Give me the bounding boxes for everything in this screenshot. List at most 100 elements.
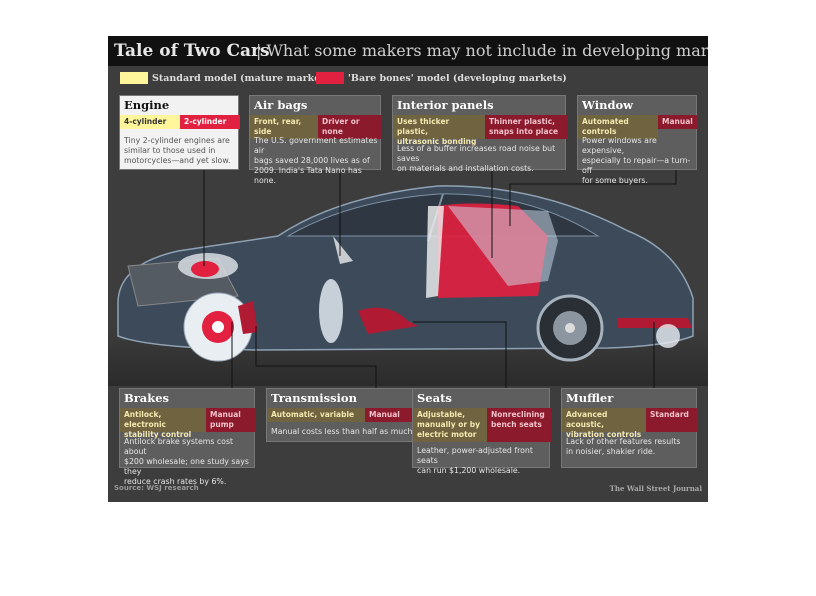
airbags-title: Air bags — [254, 98, 308, 112]
transmission-desc: Manual costs less than half as much. — [271, 427, 415, 437]
window-desc-line: Power windows are expensive, — [582, 136, 657, 155]
muffler-highlight — [618, 318, 692, 328]
interior-bare-line: Thinner plastic, — [489, 117, 556, 126]
panel-transmission: Transmission Automatic, variable Manual … — [266, 388, 425, 442]
panel-brakes: Brakes Antilock, electronic stability co… — [119, 388, 256, 486]
muffler-standard: Advanced acoustic, vibration controls — [562, 408, 646, 439]
muffler-standard-line: vibration controls — [566, 430, 642, 439]
seats-leader — [413, 321, 507, 388]
leader-lines — [203, 170, 677, 388]
window-desc-line: for some buyers. — [582, 176, 648, 185]
interior-desc-line: on materials and installation costs. — [397, 164, 534, 173]
airbags-desc: The U.S. government estimates air bags s… — [254, 136, 380, 186]
engine-desc: Tiny 2-cylinder engines are similar to t… — [124, 136, 230, 166]
graphic-subtitle: | What some makers may not include in de… — [256, 41, 708, 60]
interior-standard: Uses thicker plastic, ultrasonic bonding — [393, 115, 485, 146]
brakes-desc: Antilock brake systems cost about $200 w… — [124, 437, 254, 487]
window-title: Window — [582, 98, 634, 112]
rear-hub — [565, 323, 575, 333]
panel-window: Window Automated controls Manual Power w… — [577, 95, 698, 185]
brakes-title: Brakes — [124, 391, 169, 405]
panel-seats: Seats Adjustable, manually or by electri… — [412, 388, 551, 475]
airbags-desc-line: 2009. India's Tata Nano has none. — [254, 166, 362, 185]
seats-bare-line: Nonreclining — [491, 410, 545, 419]
engine-desc-line: Tiny 2-cylinder engines are — [124, 136, 230, 145]
car-illustration — [108, 170, 708, 388]
engine-standard: 4-cylinder — [120, 115, 180, 129]
window-desc-line: especially to repair—a turn-off — [582, 156, 691, 175]
airbags-bare: Driver or none — [318, 115, 382, 139]
seats-desc: Leather, power-adjusted front seats can … — [417, 446, 549, 476]
rear-window-glass — [448, 206, 558, 286]
panel-interior: Interior panels Uses thicker plastic, ul… — [392, 95, 567, 173]
muffler-desc-line: Lack of other features results — [566, 437, 681, 446]
brakes-desc-line: Antilock brake systems cost about — [124, 437, 234, 456]
transmission-desc-line: Manual costs less than half as much. — [271, 427, 415, 436]
panel-muffler: Muffler Advanced acoustic, vibration con… — [561, 388, 698, 468]
infographic: Tale of Two Cars | What some makers may … — [108, 36, 708, 502]
seats-desc-line: can run $1,200 wholesale. — [417, 466, 521, 475]
engine-highlight — [191, 261, 219, 277]
airbags-desc-line: The U.S. government estimates air — [254, 136, 378, 155]
transmission-highlight — [238, 301, 258, 334]
brakes-bare-line: pump — [210, 420, 234, 429]
steering-wheel — [333, 236, 353, 264]
seats-standard-line: electric motor — [417, 430, 477, 439]
window-bare: Manual — [658, 115, 698, 129]
muffler-title: Muffler — [566, 391, 614, 405]
interior-bare-line: snaps into place — [489, 127, 559, 136]
interior-desc-line: Less of a buffer increases road noise bu… — [397, 144, 556, 163]
seats-title: Seats — [417, 391, 452, 405]
graphic-title: Tale of Two Cars — [114, 41, 270, 61]
legend-bare: 'Bare bones' model (developing markets) — [316, 71, 567, 85]
credit-note: The Wall Street Journal — [609, 484, 702, 493]
legend-standard-swatch — [120, 72, 148, 84]
brakes-desc-line: $200 wholesale; one study says they — [124, 457, 249, 476]
seats-standard-line: manually or by — [417, 420, 480, 429]
interior-bare: Thinner plastic, snaps into place — [485, 115, 567, 139]
window-desc: Power windows are expensive, especially … — [582, 136, 696, 186]
engine-desc-line: motorcycles—and yet slow. — [124, 156, 231, 165]
interior-desc: Less of a buffer increases road noise bu… — [397, 144, 565, 174]
brakes-standard-line: stability control — [124, 430, 192, 439]
interior-title: Interior panels — [397, 98, 494, 112]
front-hub — [212, 321, 224, 333]
transmission-bare: Manual — [365, 408, 425, 422]
transmission-leader — [255, 326, 377, 388]
panel-engine: Engine 4-cylinder 2-cylinder Tiny 2-cyli… — [119, 95, 240, 170]
brakes-standard: Antilock, electronic stability control — [120, 408, 206, 439]
transmission-title: Transmission — [271, 391, 357, 405]
front-seat — [319, 279, 343, 343]
panel-airbags: Air bags Front, rear, side Driver or non… — [249, 95, 382, 185]
exhaust-tip — [656, 324, 680, 348]
airbags-standard: Front, rear, side — [250, 115, 318, 139]
muffler-desc: Lack of other features results in noisie… — [566, 437, 680, 457]
brakes-bare: Manual pump — [206, 408, 256, 432]
seats-standard-line: Adjustable, — [417, 410, 466, 419]
window-standard: Automated controls — [578, 115, 658, 139]
legend-bare-label: 'Bare bones' model (developing markets) — [348, 72, 567, 84]
interior-standard-line: ultrasonic bonding — [397, 137, 477, 146]
legend-standard: Standard model (mature markets) — [120, 71, 334, 85]
airbags-desc-line: bags saved 28,000 lives as of — [254, 156, 370, 165]
engine-title: Engine — [124, 98, 170, 112]
muffler-standard-line: Advanced acoustic, — [566, 410, 608, 429]
seats-bare: Nonreclining bench seats — [487, 408, 551, 442]
seat-highlight — [358, 307, 418, 334]
muffler-desc-line: in noisier, shakier ride. — [566, 447, 656, 456]
legend-bare-swatch — [316, 72, 344, 84]
brakes-standard-line: Antilock, electronic — [124, 410, 166, 429]
engine-desc-line: similar to those used in — [124, 146, 216, 155]
seats-bare-line: bench seats — [491, 420, 542, 429]
muffler-bare: Standard — [646, 408, 698, 432]
transmission-standard: Automatic, variable — [267, 408, 365, 422]
muffler-bare-line: Standard — [650, 410, 689, 419]
title-bar: Tale of Two Cars | What some makers may … — [108, 36, 708, 66]
door-frame — [426, 206, 444, 298]
window-leader — [509, 170, 677, 226]
source-note: Source: WSJ research — [114, 484, 199, 492]
legend-standard-label: Standard model (mature markets) — [152, 72, 335, 84]
seats-standard: Adjustable, manually or by electric moto… — [413, 408, 487, 442]
brakes-desc-line: reduce crash rates by 6%. — [124, 477, 227, 486]
brakes-bare-line: Manual — [210, 410, 241, 419]
